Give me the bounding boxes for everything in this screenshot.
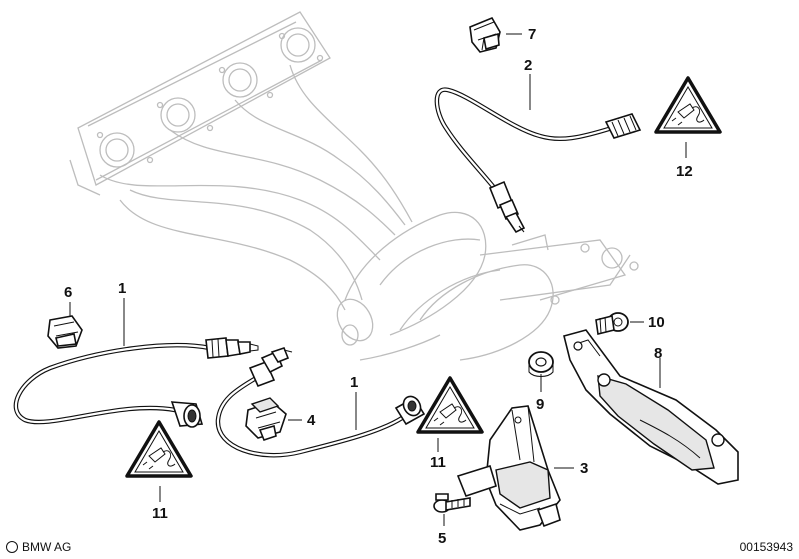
callout-11-left: 11 <box>152 505 168 522</box>
connector-center <box>394 395 426 426</box>
sensor-body-left <box>205 337 259 359</box>
bmw-logo-icon <box>6 541 18 553</box>
callout-1-center: 1 <box>350 374 358 391</box>
connector-left <box>170 401 204 428</box>
callout-2: 2 <box>524 57 532 74</box>
callout-1-left: 1 <box>118 280 126 297</box>
catalytic-converter-ghost <box>336 211 639 361</box>
sensor-body-upper <box>604 113 642 139</box>
clip-part-6[interactable] <box>47 315 83 349</box>
callout-8: 8 <box>654 345 662 362</box>
heat-shield-part-8[interactable] <box>563 329 739 485</box>
oxygen-sensor-cable-part-1-center[interactable] <box>215 347 426 458</box>
warning-triangle-part-11-left <box>125 420 193 478</box>
callout-9: 9 <box>536 396 544 413</box>
bracket-part-3[interactable] <box>456 405 561 531</box>
callout-6: 6 <box>64 284 72 301</box>
callout-labels: 7 2 12 6 1 1 4 11 11 3 5 9 10 8 <box>64 26 693 547</box>
clip-part-4[interactable] <box>245 397 287 441</box>
sensor-tip-upper <box>488 180 526 234</box>
exhaust-manifold-ghost <box>69 11 413 311</box>
brand-text: BMW AG <box>22 540 72 554</box>
bolt-part-10[interactable] <box>595 312 629 335</box>
bolt-part-5[interactable] <box>433 493 471 513</box>
footer-brand: BMW AG <box>6 540 71 554</box>
upper-oxygen-sensor-part-2[interactable] <box>434 87 642 234</box>
callout-3: 3 <box>580 460 588 477</box>
oxygen-sensor-cable-part-1-left[interactable] <box>13 337 259 428</box>
leader-lines <box>69 33 687 526</box>
callout-11-center: 11 <box>430 454 446 471</box>
callout-4: 4 <box>307 412 316 429</box>
callout-10: 10 <box>648 314 665 331</box>
warning-triangle-part-12 <box>654 76 722 134</box>
callout-7: 7 <box>528 26 536 43</box>
warning-triangle-part-11-center <box>416 376 484 434</box>
callout-5: 5 <box>438 530 446 547</box>
sensor-body-center <box>248 347 293 388</box>
document-number: 00153943 <box>739 540 793 554</box>
callout-12: 12 <box>676 163 693 180</box>
grommet-part-9[interactable] <box>528 351 554 377</box>
clip-part-7[interactable] <box>469 16 501 53</box>
